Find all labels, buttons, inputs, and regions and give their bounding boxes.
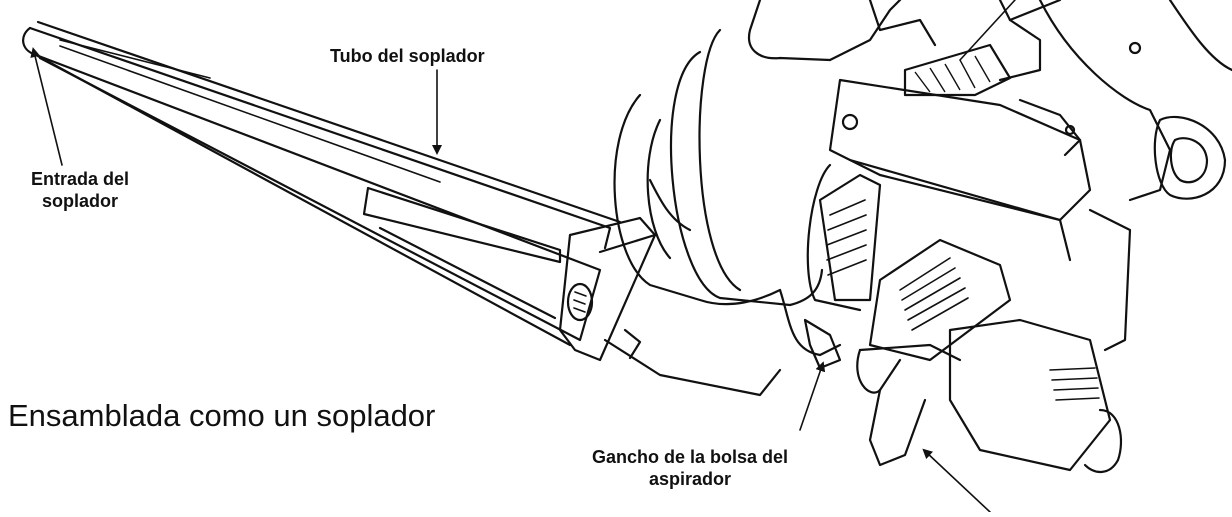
label-vacuum-bag-hook: Gancho de la bolsa del aspirador (550, 446, 830, 490)
label-blower-inlet-line1: Entrada del (30, 169, 130, 189)
label-vacuum-bag-hook-line2: aspirador (648, 469, 732, 489)
label-blower-inlet: Entrada del soplador (0, 168, 160, 212)
label-vacuum-bag-hook-line1: Gancho de la bolsa del (591, 447, 789, 467)
label-blower-inlet-line2: soplador (41, 191, 118, 211)
page-title: Ensamblada como un soplador (8, 398, 436, 433)
blower-tube (22, 20, 622, 347)
top-handle (747, 0, 1232, 202)
leader-arrows (30, 0, 1016, 513)
tube-collar (558, 216, 782, 397)
blower-housing (613, 28, 842, 370)
engine-body (806, 78, 1092, 312)
bag-hook-mount (856, 343, 962, 467)
lower-engine (868, 208, 1132, 473)
label-blower-tube: Tubo del soplador (330, 46, 485, 66)
